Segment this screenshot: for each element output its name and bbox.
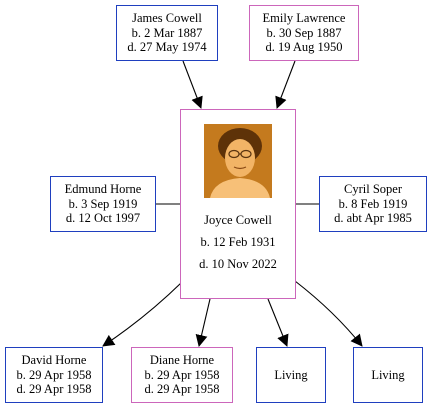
edge-joyce-to-living2 bbox=[294, 280, 363, 347]
person-name: Cyril Soper bbox=[344, 182, 402, 197]
edge-joyce-to-living1 bbox=[267, 298, 289, 347]
person-birth: b. 12 Feb 1931 bbox=[200, 235, 276, 249]
person-birth: b. 8 Feb 1919 bbox=[338, 196, 408, 211]
person-death: d. abt Apr 1985 bbox=[334, 211, 412, 226]
person-card-joyce-cowell[interactable]: Joyce Cowell b. 12 Feb 1931 d. 10 Nov 20… bbox=[180, 109, 296, 299]
person-card-living-2[interactable]: Living bbox=[353, 347, 423, 403]
person-card-living-1[interactable]: Living bbox=[256, 347, 326, 403]
edge-james-to-joyce bbox=[182, 60, 203, 109]
person-death: d. 27 May 1974 bbox=[127, 40, 207, 55]
person-card-emily-lawrence[interactable]: Emily Lawrence b. 30 Sep 1887 d. 19 Aug … bbox=[249, 5, 359, 61]
person-name: Joyce Cowell bbox=[204, 213, 272, 227]
person-card-diane-horne[interactable]: Diane Horne b. 29 Apr 1958 d. 29 Apr 195… bbox=[131, 347, 233, 403]
person-name: James Cowell bbox=[132, 11, 202, 26]
edge-joyce-to-diane bbox=[195, 298, 211, 347]
person-name: Living bbox=[274, 367, 308, 382]
edge-joyce-to-david bbox=[102, 282, 182, 347]
person-birth: b. 3 Sep 1919 bbox=[68, 196, 138, 211]
edge-emily-to-joyce bbox=[275, 60, 296, 109]
person-birth: b. 30 Sep 1887 bbox=[266, 25, 342, 40]
person-name: Edmund Horne bbox=[64, 182, 142, 197]
person-death: d. 29 Apr 1958 bbox=[16, 382, 92, 397]
person-death: d. 10 Nov 2022 bbox=[199, 257, 277, 271]
person-card-cyril-soper[interactable]: Cyril Soper b. 8 Feb 1919 d. abt Apr 198… bbox=[319, 176, 427, 232]
person-card-james-cowell[interactable]: James Cowell b. 2 Mar 1887 d. 27 May 197… bbox=[116, 5, 218, 61]
person-photo bbox=[204, 124, 272, 198]
person-card-edmund-horne[interactable]: Edmund Horne b. 3 Sep 1919 d. 12 Oct 199… bbox=[50, 176, 156, 232]
person-name: Diane Horne bbox=[149, 353, 215, 368]
person-card-david-horne[interactable]: David Horne b. 29 Apr 1958 d. 29 Apr 195… bbox=[5, 347, 103, 403]
person-death: d. 12 Oct 1997 bbox=[65, 211, 141, 226]
person-birth: b. 2 Mar 1887 bbox=[131, 25, 203, 40]
person-birth: b. 29 Apr 1958 bbox=[144, 367, 220, 382]
person-name: Emily Lawrence bbox=[262, 11, 346, 26]
person-death: d. 29 Apr 1958 bbox=[144, 382, 220, 397]
person-death: d. 19 Aug 1950 bbox=[265, 40, 343, 55]
person-name: Living bbox=[371, 367, 405, 382]
person-name: David Horne bbox=[21, 353, 87, 368]
person-birth: b. 29 Apr 1958 bbox=[16, 367, 92, 382]
